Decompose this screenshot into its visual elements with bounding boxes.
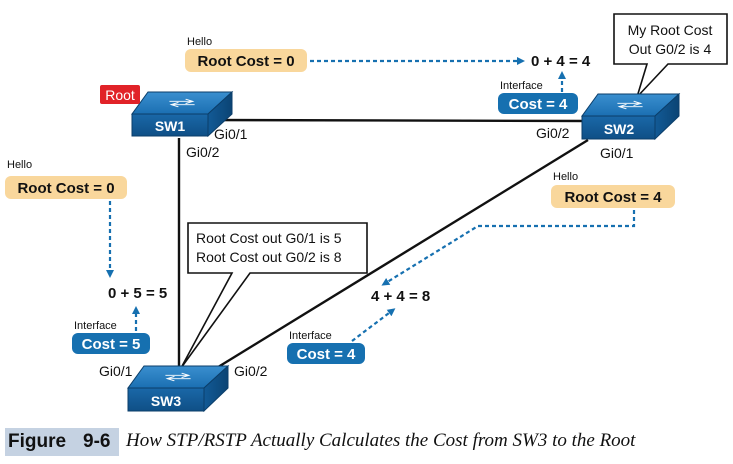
port-sw1-gi01: Gi0/1: [214, 126, 248, 142]
port-sw2-gi02: Gi0/2: [536, 125, 570, 141]
figure-label-box: [5, 428, 119, 456]
port-sw2-gi01: Gi0/1: [600, 145, 634, 161]
figure-word: Figure: [8, 431, 67, 452]
callout-sw2-line2: Out G0/2 is 4: [629, 41, 712, 57]
switch-sw3[interactable]: SW3: [127, 364, 230, 413]
callout-sw2: My Root Cost Out G0/2 is 4: [613, 13, 728, 98]
hello-cost-text: Root Cost = 0: [17, 180, 114, 197]
interface-sw2: Interface Cost = 4: [498, 80, 578, 114]
interface-cost-text: Cost = 5: [82, 336, 141, 353]
hello-cost-pill: [551, 185, 675, 208]
interface-label: Interface: [500, 80, 543, 92]
port-sw3-gi02: Gi0/2: [234, 363, 268, 379]
link-sw2-sw3: [209, 138, 589, 374]
interface-cost-text: Cost = 4: [509, 96, 568, 113]
sum-sw3-g01: 0 + 5 = 5: [108, 285, 167, 302]
port-sw1-gi02: Gi0/2: [186, 144, 220, 160]
hello-cost-pill: [185, 49, 307, 72]
figure-caption: Figure 9-6 How STP/RSTP Actually Calcula…: [0, 422, 733, 464]
switch-sw2[interactable]: SW2: [581, 92, 681, 141]
hello-cost-text: Root Cost = 0: [197, 53, 294, 70]
sum-sw3-g02: 4 + 4 = 8: [371, 288, 430, 305]
callout-sw3-line1: Root Cost out G0/1 is 5: [196, 230, 342, 246]
port-sw3-gi01: Gi0/1: [99, 363, 133, 379]
callout-sw2-line1: My Root Cost: [628, 22, 713, 38]
interface-cost-pill: [72, 333, 150, 354]
hello-sw1-to-sw2: Hello Root Cost = 0: [185, 36, 307, 72]
hello-cost-pill: [5, 176, 127, 199]
hello-cost-text: Root Cost = 4: [564, 189, 662, 206]
interface-cost-text: Cost = 4: [297, 346, 356, 363]
interface-sw3-g02: Interface Cost = 4: [287, 330, 365, 364]
sum-sw2: 0 + 4 = 4: [531, 53, 591, 70]
link-sw1-sw2: [204, 118, 591, 123]
hello-label: Hello: [187, 36, 212, 48]
interface-cost-pill: [498, 93, 578, 114]
interface-label: Interface: [74, 320, 117, 332]
callout-sw3-line2: Root Cost out G0/2 is 8: [196, 249, 342, 265]
callout-sw3: Root Cost out G0/1 is 5 Root Cost out G0…: [180, 222, 368, 369]
interface-label: Interface: [289, 330, 332, 342]
root-badge-box: [100, 85, 140, 104]
interface-sw3-g01: Interface Cost = 5: [72, 320, 150, 354]
switch-sw1[interactable]: SW1: [131, 90, 234, 138]
hello-sw1-to-sw3: Hello Root Cost = 0: [5, 159, 127, 199]
sw2-label: SW2: [604, 121, 635, 137]
figure-number: 9-6: [83, 431, 111, 452]
sw1-label: SW1: [155, 118, 186, 134]
figure-caption-text: How STP/RSTP Actually Calculates the Cos…: [126, 430, 636, 451]
root-badge: Root: [105, 87, 135, 103]
hello-sw2-to-sw3: Hello Root Cost = 4: [551, 171, 675, 208]
dashed-arrow-interface-sw3-g02: [351, 308, 396, 342]
sw3-label: SW3: [151, 393, 182, 409]
hello-label: Hello: [7, 159, 32, 171]
hello-label: Hello: [553, 171, 578, 183]
interface-cost-pill: [287, 343, 365, 364]
dashed-arrow-hello-sw2-to-sw3: [381, 210, 636, 286]
